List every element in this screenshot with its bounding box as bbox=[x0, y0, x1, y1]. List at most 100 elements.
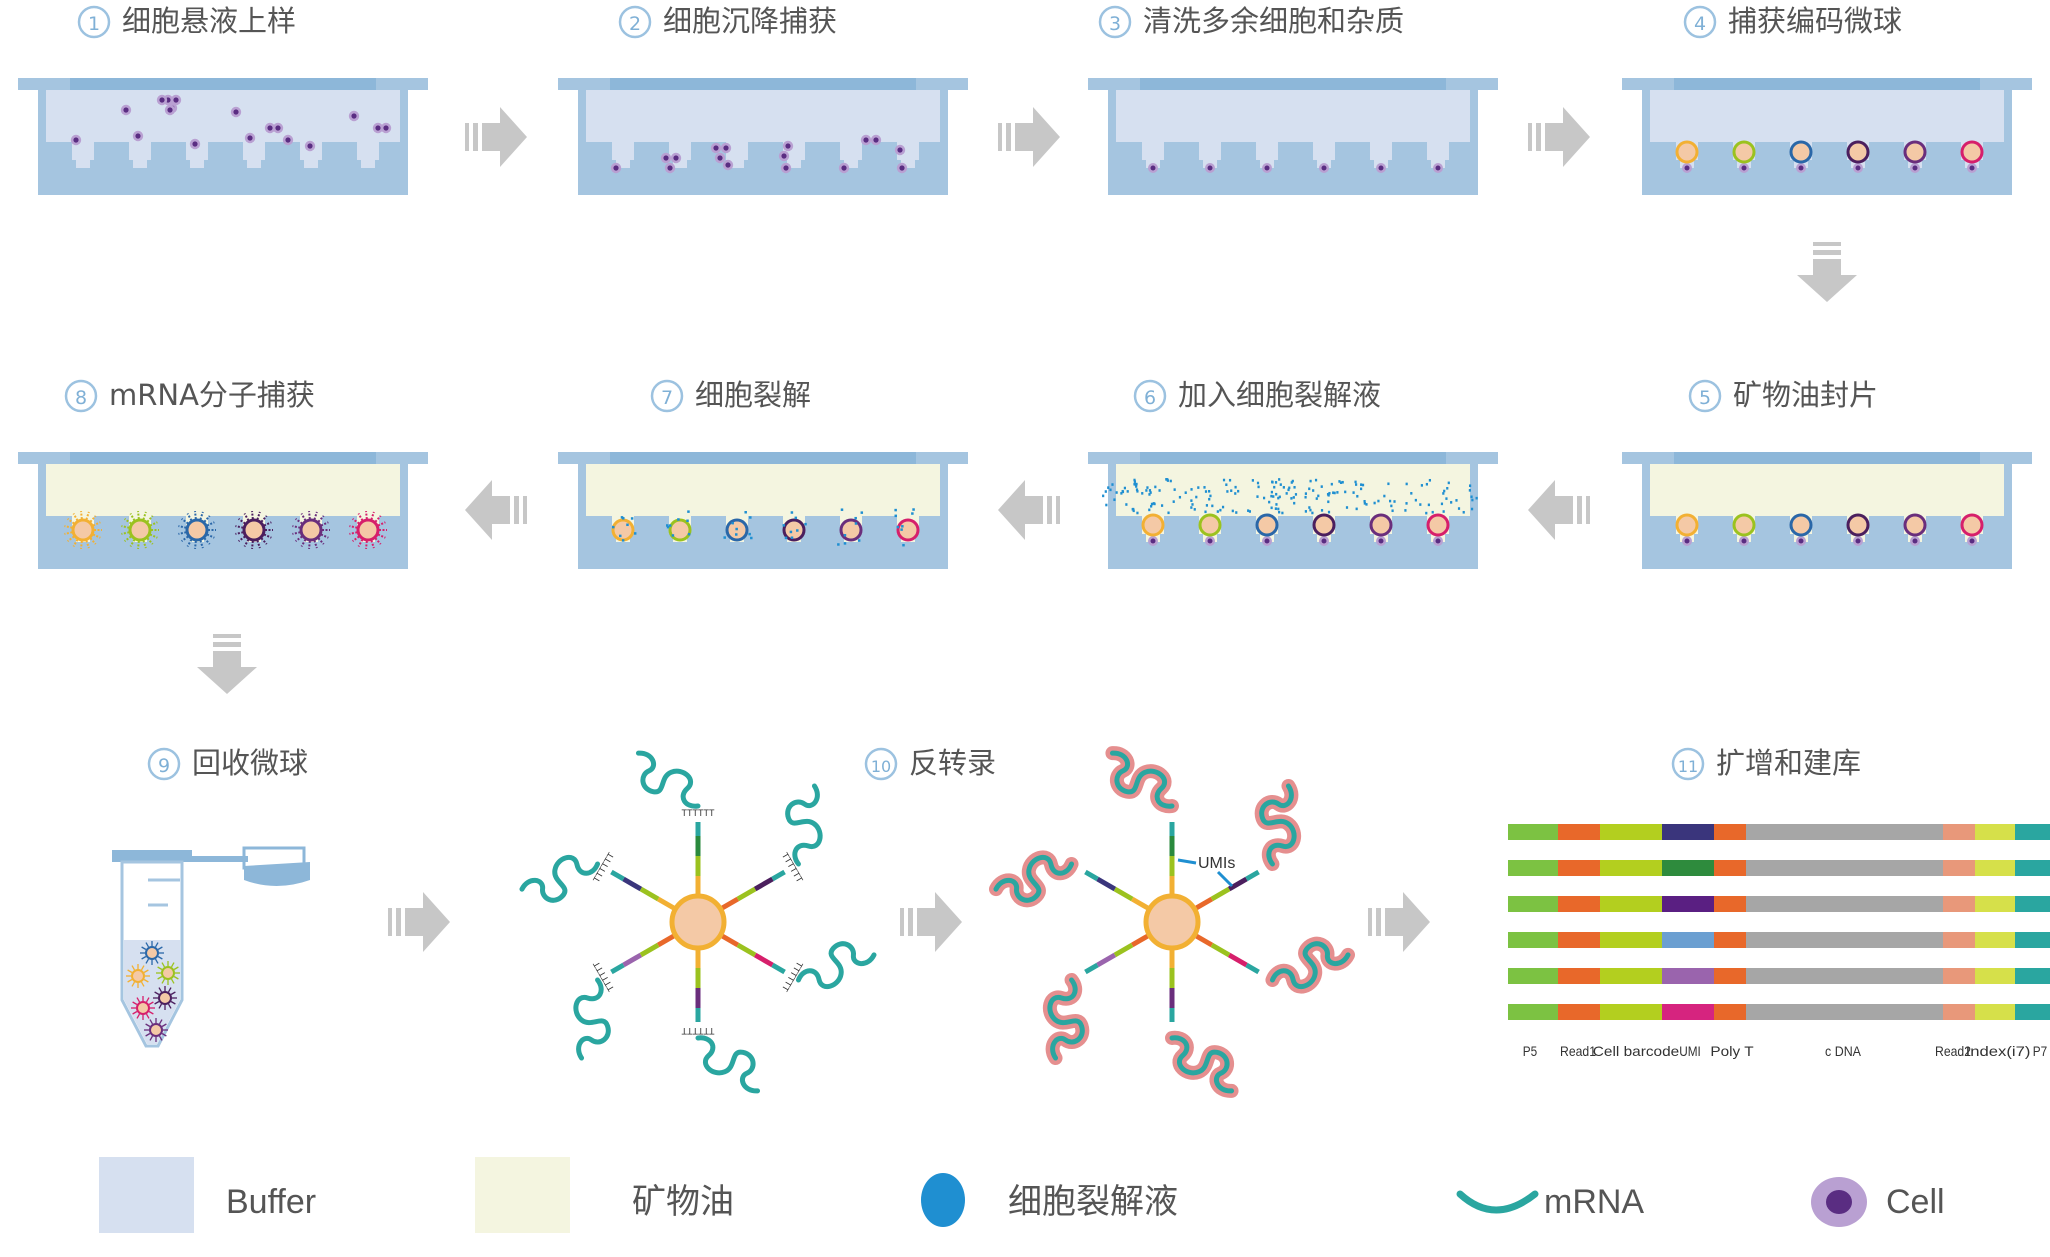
bead-probe bbox=[243, 539, 250, 547]
cell-nucleus bbox=[873, 137, 879, 143]
arrow-stripe bbox=[213, 634, 241, 638]
lysis-droplet bbox=[1309, 508, 1312, 512]
lysis-droplet bbox=[1208, 497, 1211, 501]
barcode-bead bbox=[71, 518, 95, 542]
arrow-right bbox=[1528, 107, 1590, 167]
cell-nucleus bbox=[1912, 165, 1918, 171]
arrow-head bbox=[1528, 480, 1555, 540]
chip-cover bbox=[70, 452, 376, 464]
lysis-droplet bbox=[1285, 492, 1288, 495]
lysis-droplet bbox=[1363, 502, 1366, 505]
step-number-badge bbox=[1133, 379, 1167, 413]
buffer-layer bbox=[586, 90, 940, 142]
library-segment bbox=[1558, 968, 1600, 984]
lysis-droplet bbox=[1373, 501, 1376, 505]
microwell-bottom bbox=[361, 160, 375, 168]
barcode-oligo-segment bbox=[610, 962, 625, 975]
step-number-badge bbox=[650, 379, 684, 413]
mrna-strand-icon bbox=[1456, 1190, 1539, 1214]
barcode-oligo-segment bbox=[639, 942, 660, 958]
library-segment bbox=[1975, 860, 2015, 876]
polyT-tail: TTTTTT bbox=[682, 808, 715, 818]
lysis-droplet bbox=[1256, 495, 1259, 498]
cell-nucleus bbox=[1378, 165, 1384, 171]
lysate-droplet bbox=[843, 534, 847, 537]
lysis-droplet bbox=[1225, 483, 1228, 487]
barcode-bead bbox=[161, 966, 175, 980]
cell-nucleus bbox=[1798, 538, 1804, 544]
bead-probe bbox=[149, 1035, 154, 1041]
bead-probe bbox=[145, 942, 150, 948]
step-label: 细胞沉降捕获 bbox=[663, 4, 837, 38]
library-segment-label: c DNA bbox=[1825, 1043, 1862, 1059]
bead-probe bbox=[121, 531, 130, 535]
barcode-bead bbox=[356, 518, 380, 542]
bead-probe bbox=[141, 946, 147, 951]
cell-nucleus bbox=[375, 125, 381, 131]
chip-cover bbox=[1674, 452, 1980, 464]
cell-nucleus bbox=[717, 155, 723, 161]
bead-probe bbox=[313, 540, 318, 549]
bead-probe bbox=[129, 539, 136, 547]
lysate-droplet bbox=[750, 536, 753, 540]
lysis-droplet bbox=[1356, 494, 1359, 498]
bead-probe bbox=[121, 525, 130, 529]
arrow-left bbox=[465, 480, 527, 540]
bead-probe bbox=[64, 531, 73, 535]
lysis-droplet bbox=[1354, 480, 1357, 484]
cell-nucleus bbox=[1798, 165, 1804, 171]
barcode-bead bbox=[1141, 513, 1165, 537]
step-number: 3 bbox=[1109, 13, 1121, 35]
library-segment bbox=[1662, 932, 1714, 948]
bead-probe bbox=[72, 513, 79, 521]
library-segment bbox=[1508, 860, 1558, 876]
arrow-shaft bbox=[917, 908, 935, 936]
lysis-droplet bbox=[1120, 492, 1123, 495]
barcode-oligo-segment bbox=[771, 869, 786, 882]
barcode-oligo-segment bbox=[1245, 869, 1260, 882]
lysate-droplet bbox=[735, 533, 738, 536]
lysis-droplet bbox=[1339, 481, 1343, 484]
cell-nucleus bbox=[233, 109, 239, 115]
lysis-droplet bbox=[1442, 510, 1445, 513]
lysis-droplet bbox=[1361, 483, 1365, 487]
lysis-droplet bbox=[1121, 489, 1124, 493]
bead-probe bbox=[206, 533, 215, 539]
bead-probe bbox=[85, 511, 90, 520]
arrow-head bbox=[935, 892, 962, 952]
microwell bbox=[129, 142, 151, 160]
microwell-bottom bbox=[76, 160, 90, 168]
microwell bbox=[72, 142, 94, 160]
bead-probe bbox=[170, 978, 175, 984]
arrow-shaft bbox=[1385, 908, 1403, 936]
library-segment bbox=[2015, 896, 2050, 912]
cell-nucleus bbox=[1435, 538, 1441, 544]
mrna-strand bbox=[695, 1035, 761, 1094]
lysis-droplet bbox=[1133, 482, 1136, 486]
bead-probe bbox=[131, 981, 136, 987]
arrow-shaft bbox=[213, 651, 241, 667]
lysis-droplet bbox=[1328, 491, 1331, 495]
cell-nucleus bbox=[1969, 538, 1975, 544]
step-number: 11 bbox=[1678, 757, 1698, 776]
library-segment bbox=[1943, 860, 1975, 876]
bead-probe bbox=[374, 515, 382, 523]
bead-probe bbox=[170, 962, 175, 968]
lysis-droplet bbox=[1468, 484, 1472, 488]
collection-tube bbox=[112, 846, 310, 1048]
barcode-oligo-segment bbox=[1084, 962, 1099, 975]
bead-probe bbox=[161, 978, 166, 984]
arrow-shaft bbox=[1555, 496, 1573, 524]
lysis-droplet bbox=[1377, 499, 1380, 503]
legend-label: mRNA bbox=[1544, 1183, 1644, 1221]
bead-probe bbox=[186, 539, 193, 547]
arrow-stripe bbox=[1586, 496, 1590, 524]
lysis-droplet bbox=[1191, 503, 1194, 506]
arrow-stripe bbox=[1813, 242, 1841, 246]
cell-nucleus bbox=[781, 153, 787, 159]
barcode-oligo-segment bbox=[1096, 952, 1117, 968]
library-segment bbox=[1746, 1004, 1943, 1020]
lysis-droplet bbox=[1148, 508, 1151, 512]
